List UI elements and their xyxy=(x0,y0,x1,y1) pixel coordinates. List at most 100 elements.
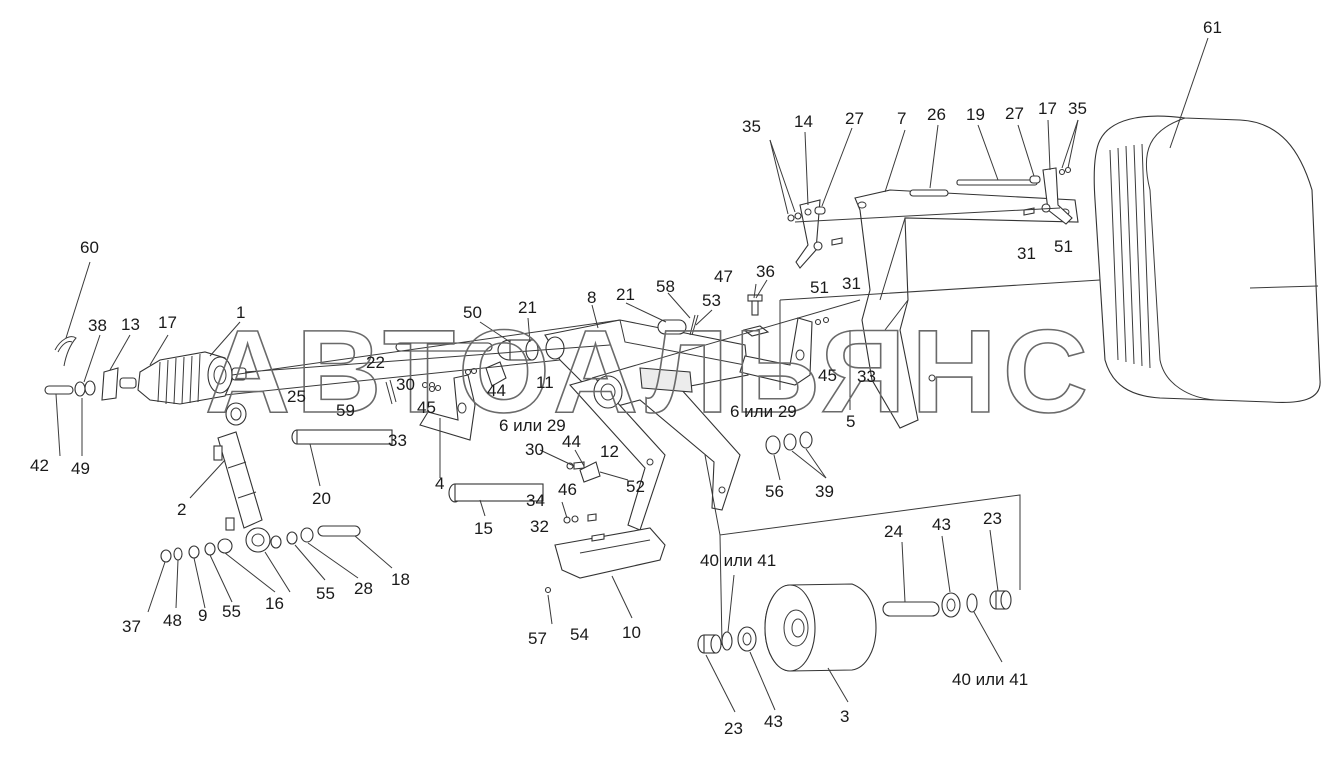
pin-26 xyxy=(909,189,949,197)
watermark: АВТОАЛЬЯНС xyxy=(205,306,1094,438)
callout-53: 53 xyxy=(702,291,721,310)
callout-40-or-41: 40 или 41 xyxy=(700,551,776,570)
callout-28: 28 xyxy=(354,579,373,598)
washer-set-16 xyxy=(160,527,314,563)
shaft-15 xyxy=(448,483,544,503)
callout-17: 17 xyxy=(158,313,177,332)
callout-27: 27 xyxy=(845,109,864,128)
callout-16: 16 xyxy=(265,594,284,613)
callout-46: 46 xyxy=(558,480,577,499)
bolt-36 xyxy=(747,294,763,316)
callout-19: 19 xyxy=(966,105,985,124)
callout-45: 45 xyxy=(417,398,436,417)
callout-51: 51 xyxy=(1054,237,1073,256)
callout-6-or-29: 6 или 29 xyxy=(499,416,566,435)
callout-59: 59 xyxy=(336,401,355,420)
spring-unit xyxy=(137,351,247,405)
pin-22 xyxy=(385,379,397,405)
callout-52: 52 xyxy=(626,477,645,496)
bushing-21-right xyxy=(657,319,687,335)
misc-fasteners xyxy=(428,367,605,594)
callout-30: 30 xyxy=(396,375,415,394)
callout-37: 37 xyxy=(122,617,141,636)
callout-40-or-41: 40 или 41 xyxy=(952,670,1028,689)
small-fasteners-right xyxy=(787,166,1072,251)
clip-60 xyxy=(54,336,77,367)
callout-13: 13 xyxy=(121,315,140,334)
shaft-59 xyxy=(395,342,493,352)
callout-60: 60 xyxy=(80,238,99,257)
callout-32: 32 xyxy=(530,517,549,536)
callout-22: 22 xyxy=(366,353,385,372)
callout-21: 21 xyxy=(616,285,635,304)
shaft-20 xyxy=(291,429,393,445)
callout-10: 10 xyxy=(622,623,641,642)
bracket-5 xyxy=(739,316,830,386)
callout-11: 11 xyxy=(536,373,554,392)
callout-24: 24 xyxy=(884,522,903,541)
leader-lines xyxy=(55,37,1209,713)
callout-51: 51 xyxy=(810,278,829,297)
callout-2: 2 xyxy=(177,500,186,519)
callout-49: 49 xyxy=(71,459,90,478)
callout-23: 23 xyxy=(983,509,1002,528)
callout-14: 14 xyxy=(794,112,813,131)
callout-33: 33 xyxy=(388,431,407,450)
callout-8: 8 xyxy=(587,288,596,307)
pin-42 xyxy=(44,385,74,395)
plate-12 xyxy=(579,461,601,483)
callout-31: 31 xyxy=(842,274,861,293)
cotter-pin-58 xyxy=(689,314,699,336)
callout-34: 34 xyxy=(526,491,545,510)
callout-27: 27 xyxy=(1005,104,1024,123)
assembly-lines xyxy=(224,207,1101,646)
callout-38: 38 xyxy=(88,316,107,335)
washers-13-38 xyxy=(74,367,137,401)
callout-39: 39 xyxy=(815,482,834,501)
callout-30: 30 xyxy=(525,440,544,459)
callout-20: 20 xyxy=(312,489,331,508)
callout-17: 17 xyxy=(1038,99,1057,118)
callout-50: 50 xyxy=(463,303,482,322)
callout-55: 55 xyxy=(316,584,335,603)
callout-48: 48 xyxy=(163,611,182,630)
callout-25: 25 xyxy=(287,387,306,406)
callout-36: 36 xyxy=(756,262,775,281)
callout-26: 26 xyxy=(927,105,946,124)
roller-shaft-24 xyxy=(882,601,940,617)
callout-labels: 61 35 14 27 7 26 19 27 17 35 31 51 51 31… xyxy=(30,18,1222,738)
callout-35: 35 xyxy=(742,117,761,136)
callout-12: 12 xyxy=(600,442,619,461)
callout-7: 7 xyxy=(897,109,906,128)
plate-11 xyxy=(485,361,507,387)
washer-set-56-39 xyxy=(765,431,813,455)
bushing-21-left xyxy=(497,339,539,361)
callout-18: 18 xyxy=(391,570,410,589)
callout-54: 54 xyxy=(570,625,589,644)
callout-57: 57 xyxy=(528,629,547,648)
drive-belt xyxy=(1093,115,1321,403)
callout-47: 47 xyxy=(714,267,733,286)
roller-3 xyxy=(764,583,877,672)
guard-10 xyxy=(554,527,666,579)
callout-58: 58 xyxy=(656,277,675,296)
callout-44: 44 xyxy=(562,432,581,451)
callout-55: 55 xyxy=(222,602,241,621)
callout-1: 1 xyxy=(236,303,245,322)
rod-19 xyxy=(956,179,1038,186)
callout-3: 3 xyxy=(840,707,849,726)
callout-35: 35 xyxy=(1068,99,1087,118)
callout-56: 56 xyxy=(765,482,784,501)
callout-43: 43 xyxy=(764,712,783,731)
callout-45: 45 xyxy=(818,366,837,385)
callout-44: 44 xyxy=(487,381,506,400)
callout-31: 31 xyxy=(1017,244,1036,263)
callout-43: 43 xyxy=(932,515,951,534)
callout-21: 21 xyxy=(518,298,537,317)
callout-23: 23 xyxy=(724,719,743,738)
main-frame xyxy=(544,319,749,531)
callout-5: 5 xyxy=(846,412,855,431)
callout-4: 4 xyxy=(435,474,444,493)
callout-15: 15 xyxy=(474,519,493,538)
